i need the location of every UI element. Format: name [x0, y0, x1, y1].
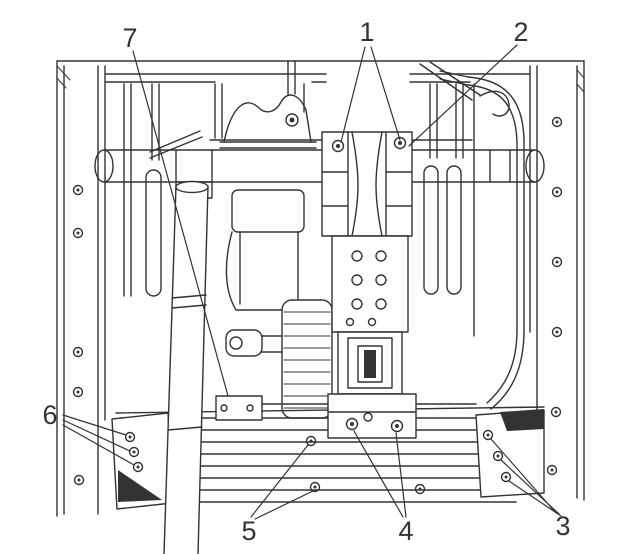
top-hanger-bracket	[149, 60, 317, 159]
callout-label-1: 1	[359, 17, 374, 47]
callout-labels: 1 2 3 4 5 6 7	[42, 17, 570, 546]
exhaust-flange	[215, 395, 263, 421]
transmission-assembly	[225, 189, 333, 419]
callout-leader-lines	[62, 44, 562, 520]
frame-rails	[56, 60, 585, 517]
callout-label-2: 2	[513, 17, 528, 47]
floor-pan-grooves	[123, 83, 475, 337]
callout-label-3: 3	[555, 511, 570, 541]
right-side-pipe	[419, 61, 525, 410]
exhaust-pipe	[163, 180, 209, 554]
callout-label-4: 4	[398, 516, 413, 546]
callout-label-7: 7	[122, 23, 137, 53]
callout-label-5: 5	[241, 516, 256, 546]
crossmember-tube	[94, 139, 545, 199]
transmission-mount	[321, 131, 417, 439]
callout-label-6: 6	[42, 400, 57, 430]
lower-crossmember	[111, 403, 545, 510]
